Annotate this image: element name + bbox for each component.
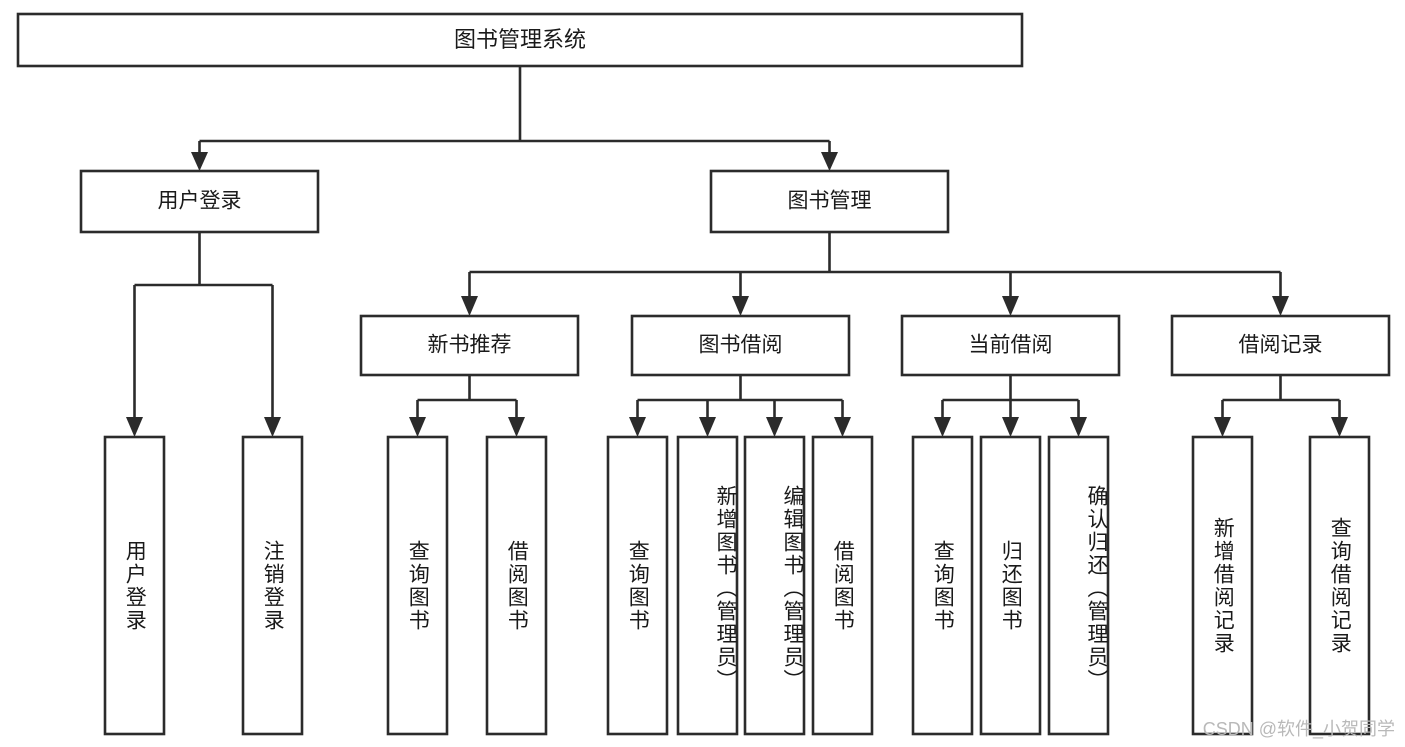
node-leaf-query-books-borrow-box[interactable]	[606, 435, 669, 736]
node-leaf-logout-box[interactable]	[241, 435, 304, 736]
node-borrow-records-label: 借阅记录	[1239, 334, 1323, 357]
arrow-head-leaf-add-book-admin	[699, 417, 716, 437]
arrow-head-leaf-query-books-borrow	[629, 417, 646, 437]
arrow-head-book-management	[821, 152, 838, 171]
node-book-management-label: 图书管理	[788, 190, 872, 213]
node-leaf-borrow-book-borrow-box[interactable]	[811, 435, 874, 736]
node-leaf-confirm-return-admin-box[interactable]	[1047, 435, 1110, 736]
node-leaf-return-book-box[interactable]	[979, 435, 1042, 736]
node-current-borrow-label: 当前借阅	[969, 334, 1053, 357]
arrow-head-leaf-logout	[264, 417, 281, 437]
arrow-head-leaf-query-books-rec	[409, 417, 426, 437]
arrow-head-new-book-recommend	[461, 296, 478, 316]
node-book-borrow-label: 图书借阅	[699, 334, 783, 357]
node-root-box[interactable]	[16, 12, 1024, 68]
arrow-head-leaf-query-borrow-record	[1331, 417, 1348, 437]
node-leaf-query-books-rec-box[interactable]	[386, 435, 449, 736]
arrow-head-current-borrow	[1002, 296, 1019, 316]
arrow-head-leaf-add-borrow-record	[1214, 417, 1231, 437]
arrow-head-leaf-borrow-books-rec	[508, 417, 525, 437]
arrow-head-borrow-records	[1272, 296, 1289, 316]
node-current-borrow-box[interactable]	[900, 314, 1121, 377]
arrow-head-book-borrow	[732, 296, 749, 316]
node-book-management-box[interactable]	[709, 169, 950, 234]
node-leaf-add-borrow-record-box[interactable]	[1191, 435, 1254, 736]
arrow-head-user-login	[191, 152, 208, 171]
node-leaf-query-books-current-box[interactable]	[911, 435, 974, 736]
node-borrow-records-box[interactable]	[1170, 314, 1391, 377]
connector-layer	[126, 66, 1348, 437]
node-leaf-query-borrow-record-box[interactable]	[1308, 435, 1371, 736]
node-book-borrow-box[interactable]	[630, 314, 851, 377]
node-leaf-add-book-admin-box[interactable]	[676, 435, 739, 736]
arrow-head-leaf-borrow-book-borrow	[834, 417, 851, 437]
node-book-borrow[interactable]: 图书借阅	[630, 314, 851, 377]
node-layer: 图书管理系统 用户登录 图书管理 新书推荐 图书借阅	[16, 12, 1391, 736]
node-root[interactable]: 图书管理系统	[16, 12, 1024, 68]
node-user-login[interactable]: 用户登录	[79, 169, 320, 234]
node-leaf-user-login-box[interactable]	[103, 435, 166, 736]
node-new-book-recommend-box[interactable]	[359, 314, 580, 377]
node-current-borrow[interactable]: 当前借阅	[900, 314, 1121, 377]
node-user-login-label: 用户登录	[158, 190, 242, 213]
node-root-label: 图书管理系统	[454, 27, 586, 52]
node-leaf-edit-book-admin-box[interactable]	[743, 435, 806, 736]
node-borrow-records[interactable]: 借阅记录	[1170, 314, 1391, 377]
arrow-head-leaf-return-book	[1002, 417, 1019, 437]
arrow-head-leaf-confirm-return-admin	[1070, 417, 1087, 437]
node-new-book-recommend-label: 新书推荐	[428, 334, 512, 357]
node-user-login-box[interactable]	[79, 169, 320, 234]
node-leaf-borrow-books-rec-box[interactable]	[485, 435, 548, 736]
arrow-head-leaf-query-books-current	[934, 417, 951, 437]
arrow-head-leaf-user-login	[126, 417, 143, 437]
arrow-head-leaf-edit-book-admin	[766, 417, 783, 437]
node-book-management[interactable]: 图书管理	[709, 169, 950, 234]
node-new-book-recommend[interactable]: 新书推荐	[359, 314, 580, 377]
